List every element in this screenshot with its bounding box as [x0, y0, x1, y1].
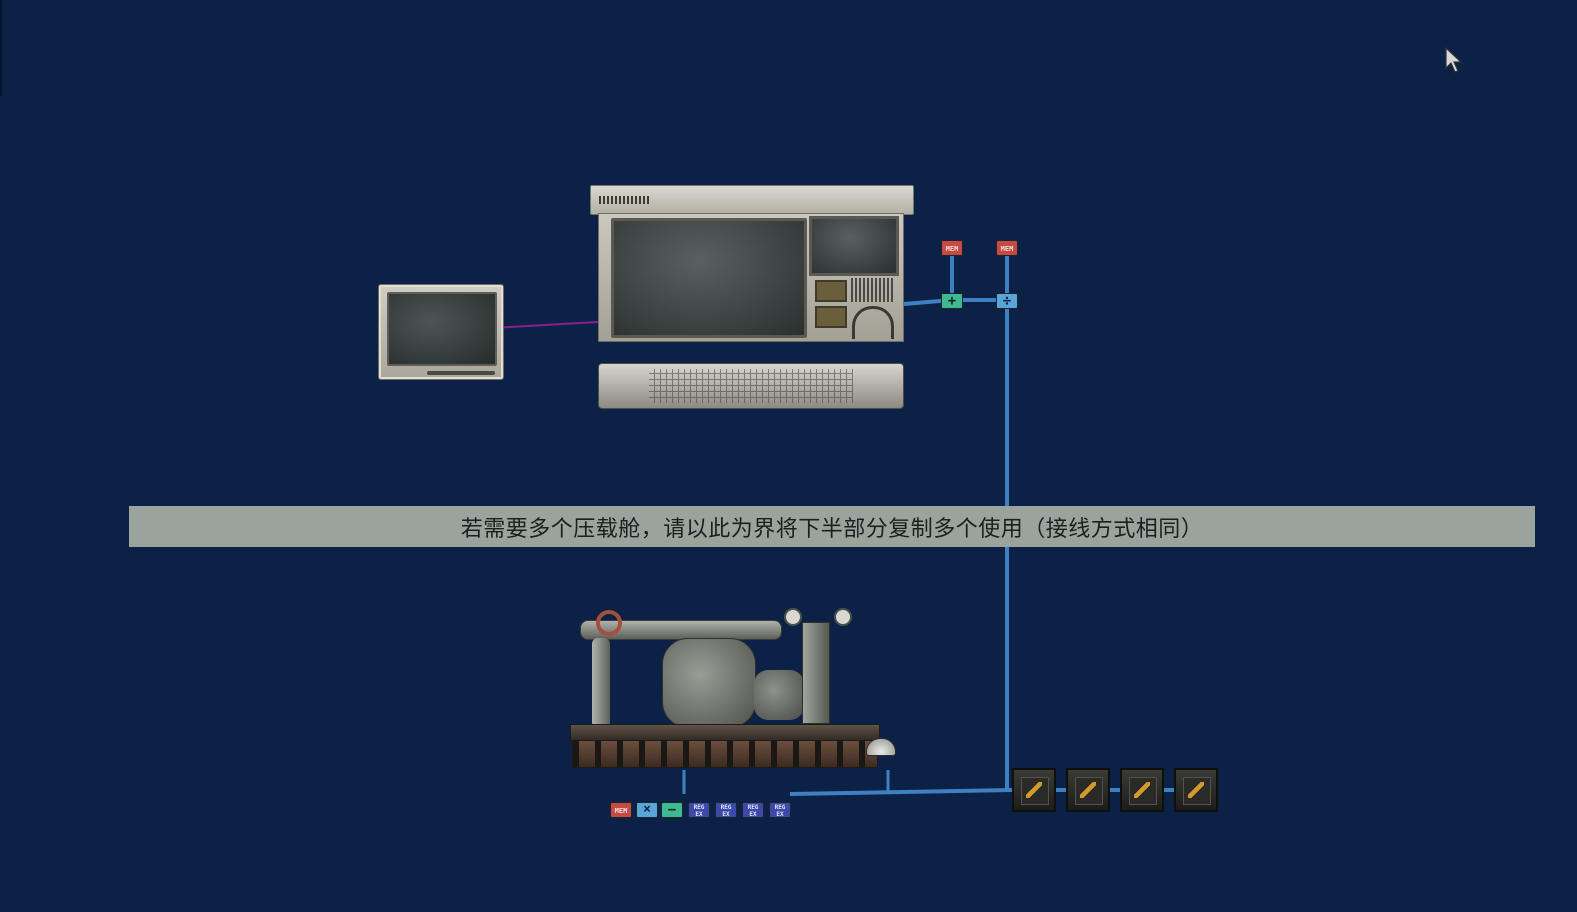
- battery-icon: [1021, 777, 1049, 805]
- small-monitor-screen: [387, 292, 497, 366]
- small-monitor-vent: [427, 371, 495, 375]
- bolt-icon: [1188, 782, 1204, 798]
- dome-connector[interactable]: [866, 738, 896, 756]
- ballast-pump[interactable]: [550, 608, 906, 784]
- keyboard-keys: [649, 369, 853, 403]
- memory-component-bottom[interactable]: MEM: [610, 802, 632, 818]
- multiply-component[interactable]: ×: [636, 802, 658, 818]
- terminal-main-screen: [611, 218, 807, 338]
- regex-component-4[interactable]: REG EX: [769, 802, 791, 818]
- wire-bottom-horizontal: [789, 788, 1013, 796]
- memory-component-2[interactable]: MEM: [996, 240, 1018, 256]
- pump-column: [802, 622, 830, 724]
- bolt-icon: [1080, 782, 1096, 798]
- pump-tank: [662, 638, 756, 728]
- terminal-top-bar: [590, 185, 914, 215]
- bolt-icon: [1026, 782, 1042, 798]
- terminal-side-screen: [809, 216, 899, 276]
- edge-bar: [0, 0, 2, 96]
- headset-icon: [852, 306, 894, 339]
- pump-motor: [754, 670, 804, 720]
- battery-1[interactable]: [1012, 768, 1056, 812]
- regex-component-1[interactable]: REG EX: [688, 802, 710, 818]
- pump-base-vents: [572, 740, 878, 768]
- valve-wheel-icon: [596, 610, 622, 636]
- memory-component-1[interactable]: MEM: [941, 240, 963, 256]
- bolt-icon: [1134, 782, 1150, 798]
- battery-3[interactable]: [1120, 768, 1164, 812]
- terminal-button-lower: [815, 306, 847, 328]
- subtract-component[interactable]: −: [661, 802, 683, 818]
- battery-2[interactable]: [1066, 768, 1110, 812]
- divide-component[interactable]: ÷: [996, 293, 1018, 309]
- battery-icon: [1129, 777, 1157, 805]
- small-monitor[interactable]: [378, 284, 504, 380]
- terminal-grille: [851, 278, 895, 302]
- pressure-gauge-icon: [784, 608, 802, 626]
- pump-pipe-left: [592, 638, 610, 728]
- instruction-banner: 若需要多个压载舱，请以此为界将下半部分复制多个使用（接线方式相同）: [129, 506, 1535, 547]
- regex-component-2[interactable]: REG EX: [715, 802, 737, 818]
- terminal-vents: [599, 196, 651, 204]
- terminal-keyboard: [598, 363, 904, 409]
- terminal-body: [598, 213, 904, 342]
- navigation-terminal[interactable]: [590, 185, 914, 440]
- battery-icon: [1183, 777, 1211, 805]
- regex-component-3[interactable]: REG EX: [742, 802, 764, 818]
- battery-4[interactable]: [1174, 768, 1218, 812]
- banner-text: 若需要多个压载舱，请以此为界将下半部分复制多个使用（接线方式相同）: [460, 516, 1204, 542]
- terminal-button-upper: [815, 280, 847, 302]
- battery-icon: [1075, 777, 1103, 805]
- adder-component[interactable]: +: [941, 293, 963, 309]
- pressure-gauge-icon-2: [834, 608, 852, 626]
- arrow-cursor-icon: [1445, 46, 1463, 73]
